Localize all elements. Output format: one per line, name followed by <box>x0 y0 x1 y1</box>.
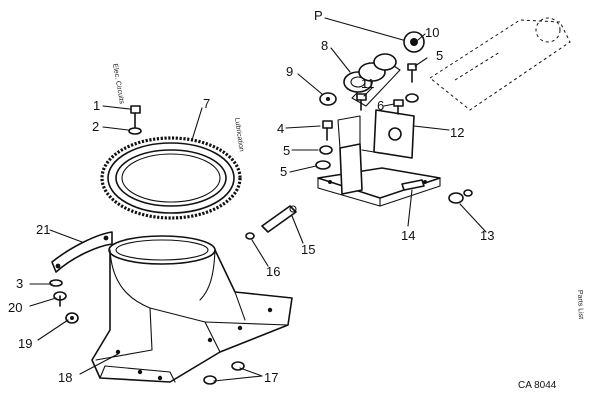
callout-4: 4 <box>277 121 284 136</box>
callout-17: 17 <box>264 370 278 385</box>
callout-5b: 5 <box>436 48 443 63</box>
mounting-bracket-assembly <box>317 109 441 207</box>
side-note-elec-circuits: Elec. Circuits <box>111 63 125 105</box>
spout-base-housing <box>91 235 293 383</box>
callout-13: 13 <box>480 228 494 243</box>
callout-2: 2 <box>92 119 99 134</box>
callout-21: 21 <box>36 222 50 237</box>
callout-labels: 1 2 3 4 5 6 7 8 9 10 11 12 13 14 15 16 1… <box>8 8 494 385</box>
callout-14: 14 <box>401 228 415 243</box>
side-note-parts-list: Parts List <box>576 290 584 319</box>
callout-12: 12 <box>450 125 464 140</box>
adjusting-handle-assembly <box>319 17 571 111</box>
side-note-lubrication: Lubrication <box>233 117 245 152</box>
callout-18: 18 <box>58 370 72 385</box>
callout-7: 7 <box>203 96 210 111</box>
callout-5c: 5 <box>280 164 287 179</box>
curved-wear-pad <box>51 231 113 273</box>
callout-10: 10 <box>425 25 439 40</box>
callout-20: 20 <box>8 300 22 315</box>
drawing-code: CA 8044 <box>518 380 557 391</box>
callout-15: 15 <box>301 242 315 257</box>
callout-11: 11 <box>361 76 375 91</box>
leader-lines <box>29 17 487 382</box>
callout-5: 5 <box>283 143 290 158</box>
ring-gear <box>100 136 242 220</box>
callout-p: P <box>314 8 323 23</box>
callout-19: 19 <box>18 336 32 351</box>
callout-6: 6 <box>377 98 384 113</box>
hardware-items <box>49 63 473 385</box>
callout-9: 9 <box>286 64 293 79</box>
callout-3: 3 <box>16 276 23 291</box>
callout-8: 8 <box>321 38 328 53</box>
callout-1: 1 <box>93 98 100 113</box>
callout-16: 16 <box>266 264 280 279</box>
